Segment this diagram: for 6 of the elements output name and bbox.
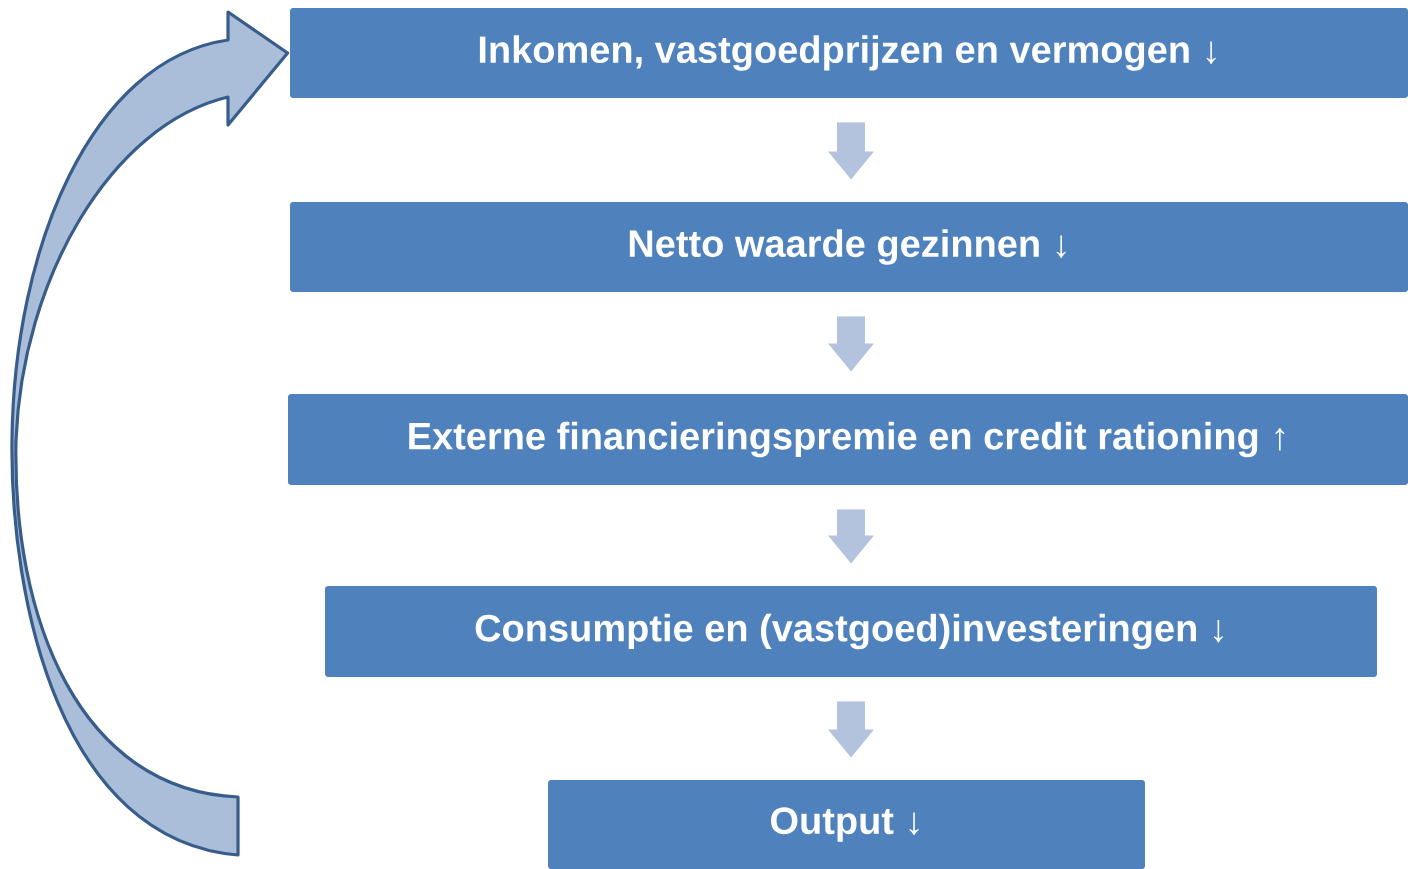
process-box: Output ↓: [548, 780, 1145, 869]
curved-arrow: [10, 10, 290, 857]
process-box: Externe financieringspremie en credit rationing ↑: [288, 394, 1408, 485]
process-box: Consumptie en (vastgoed)investeringen ↓: [325, 586, 1377, 677]
process-box: Netto waarde gezinnen ↓: [290, 202, 1408, 292]
process-box: Inkomen, vastgoedprijzen en vermogen ↓: [290, 8, 1408, 98]
